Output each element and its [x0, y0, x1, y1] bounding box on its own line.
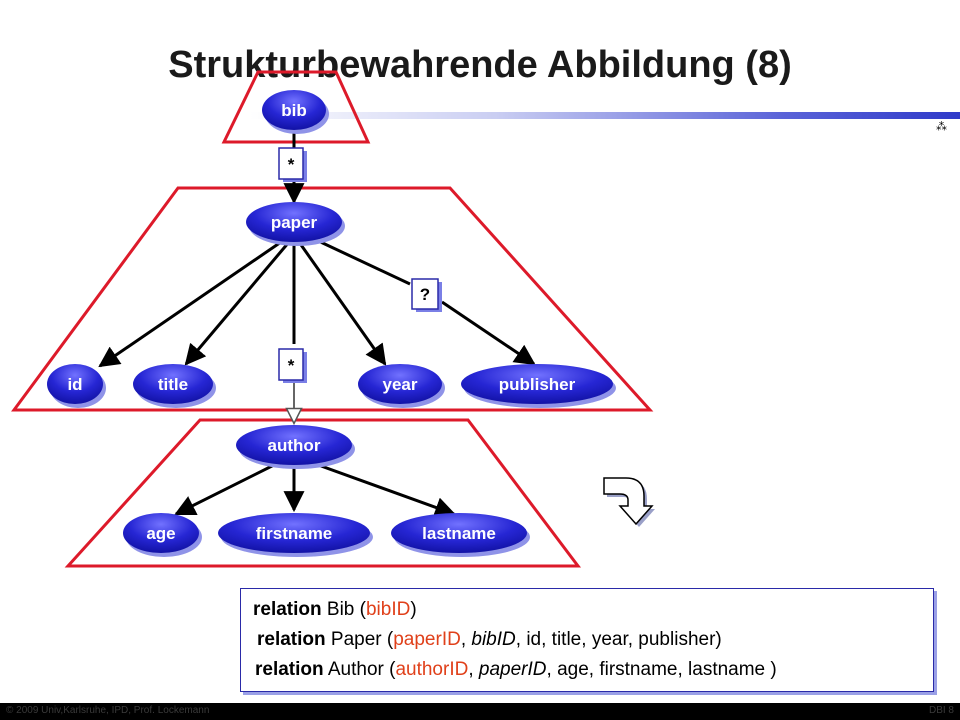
- cardinality-box-bib-paper: *: [278, 147, 307, 182]
- attribute: firstname: [599, 659, 678, 680]
- foreign-key: bibID: [471, 629, 516, 650]
- node-label-age: age: [146, 524, 175, 543]
- slide-title: Strukturbewahrende Abbildung (8): [168, 44, 792, 86]
- node-label-author: author: [268, 436, 321, 455]
- node-title: title: [133, 364, 216, 408]
- node-label-year: year: [383, 375, 418, 394]
- node-firstname: firstname: [218, 513, 373, 557]
- relation-paper: relation Paper (paperID, bibID, id, titl…: [257, 629, 722, 650]
- relation-keyword: relation: [253, 599, 322, 620]
- relation-author: relation Author (authorID, paperID, age,…: [255, 659, 777, 680]
- bent-arrow-down-icon: [603, 477, 655, 527]
- cardinality-star-author: *: [288, 356, 295, 375]
- paper-group-outline: [11, 186, 654, 412]
- attribute: year: [591, 629, 628, 650]
- edge-paper-qmark: [311, 236, 411, 286]
- relation-name: Bib: [326, 599, 355, 620]
- primary-key: paperID: [393, 629, 461, 650]
- node-year: year: [358, 364, 445, 408]
- cardinality-box-paper-author: *: [278, 348, 307, 383]
- attribute: publisher: [638, 629, 716, 650]
- edge-author-age: [174, 460, 281, 516]
- bib-group-outline: [221, 70, 371, 144]
- node-bib: bib: [262, 90, 329, 134]
- title-underline: [250, 112, 960, 119]
- node-label-lastname: lastname: [422, 524, 496, 543]
- cardinality-star-bib: *: [288, 155, 295, 174]
- footer-bar: © 2009 Univ,Karlsruhe, IPD, Prof. Lockem…: [0, 703, 960, 720]
- primary-key: authorID: [395, 659, 469, 680]
- node-age: age: [123, 513, 202, 557]
- attribute: id: [526, 629, 542, 650]
- node-label-id: id: [67, 375, 82, 394]
- foreign-key: paperID: [478, 659, 547, 680]
- node-label-firstname: firstname: [256, 524, 333, 543]
- primary-key: bibID: [365, 599, 411, 620]
- relations-box: relation Bib (bibID) relation Paper (pap…: [240, 588, 934, 692]
- node-label-title: title: [158, 375, 188, 394]
- node-label-publisher: publisher: [499, 375, 576, 394]
- node-publisher: publisher: [461, 364, 616, 408]
- attribute: age: [557, 659, 589, 680]
- attribute: lastname: [688, 659, 766, 680]
- attribute: title: [551, 629, 582, 650]
- node-id: id: [47, 364, 106, 408]
- edge-qmark-publisher: [441, 300, 536, 366]
- cardinality-box-publisher: ?: [411, 278, 442, 312]
- relation-name: Author: [327, 659, 384, 680]
- footer-copyright: © 2009 Univ,Karlsruhe, IPD, Prof. Lockem…: [6, 705, 210, 716]
- relation-keyword: relation: [257, 629, 326, 650]
- edge-author-lastname: [309, 460, 456, 518]
- cardinality-qmark-publisher: ?: [420, 285, 430, 304]
- relation-name: Paper: [330, 629, 382, 650]
- edge-paper-year: [297, 241, 387, 366]
- edge-paper-title: [184, 241, 291, 366]
- footer-slide-id: DBI 8: [928, 705, 954, 716]
- slide-number: ⁂: [936, 121, 947, 133]
- node-author: author: [236, 425, 355, 469]
- node-label-paper: paper: [271, 213, 318, 232]
- edge-paper-id: [98, 238, 285, 368]
- author-group-outline: [64, 418, 582, 568]
- node-label-bib: bib: [281, 101, 307, 120]
- node-lastname: lastname: [391, 513, 530, 557]
- relation-bib: relation Bib (bibID): [253, 599, 417, 620]
- relation-keyword: relation: [255, 659, 324, 680]
- node-paper: paper: [246, 202, 345, 246]
